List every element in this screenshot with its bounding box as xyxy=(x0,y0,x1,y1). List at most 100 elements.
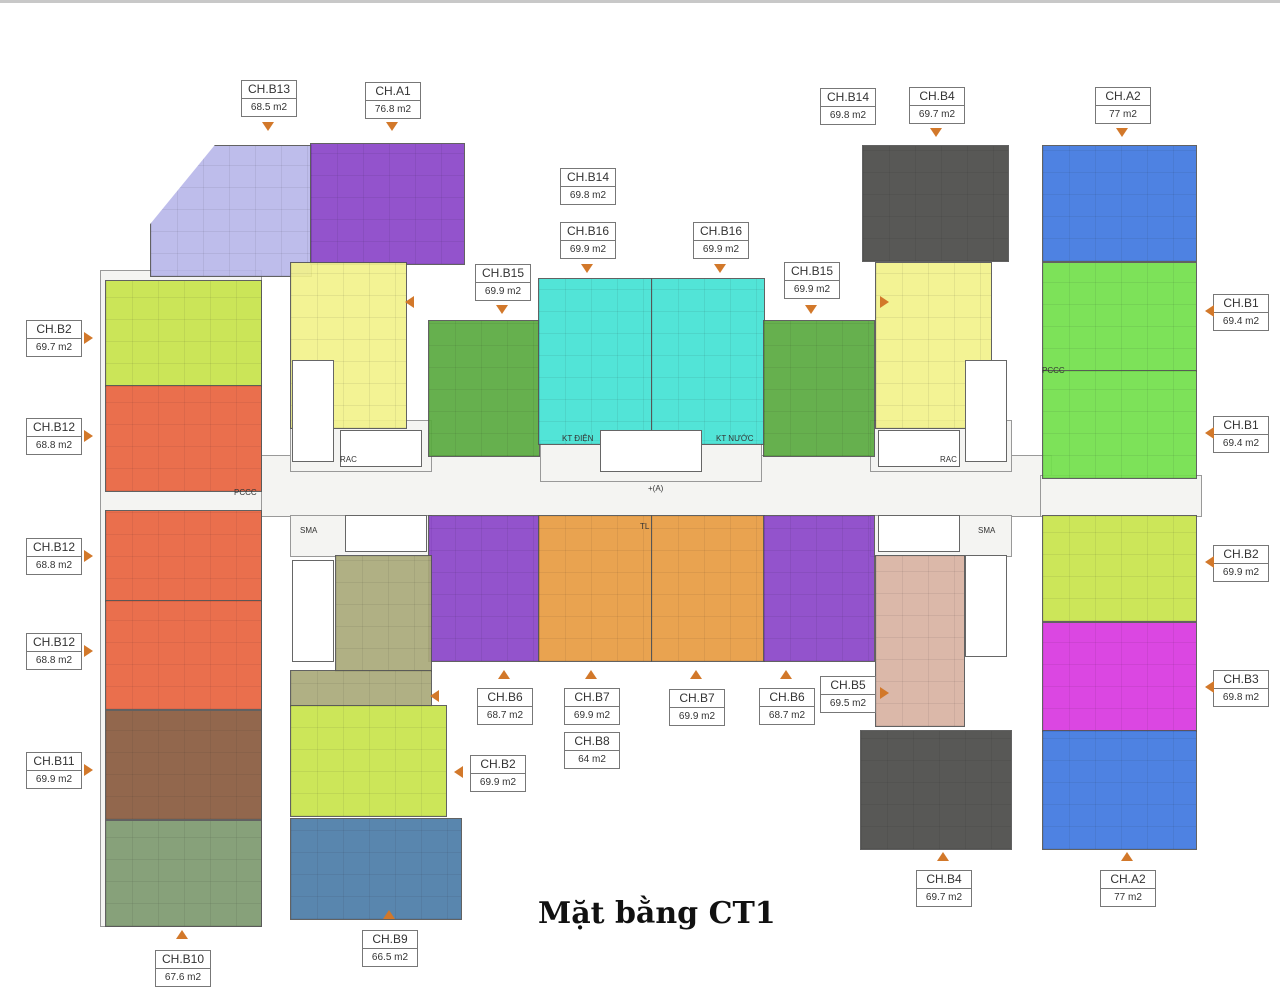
unit-ch-b7 xyxy=(651,515,765,662)
annotation-elevation: +(A) xyxy=(648,484,664,493)
unit-name: CH.A2 xyxy=(1101,871,1155,889)
unit-name: CH.B9 xyxy=(363,931,417,949)
stair-elevator-core xyxy=(600,430,702,472)
unit-area: 68.7 m2 xyxy=(768,710,806,721)
arrow-right-icon xyxy=(84,430,93,442)
arrow-down-icon xyxy=(714,264,726,273)
arrow-down-icon xyxy=(262,122,274,131)
unit-area: 64 m2 xyxy=(578,754,606,765)
unit-name: CH.B4 xyxy=(910,88,964,106)
annotation-rac-right: RAC xyxy=(940,455,957,464)
unit-ch-b1 xyxy=(1042,262,1197,372)
unit-ch-b16 xyxy=(651,278,765,445)
unit-ch-b7 xyxy=(538,515,652,662)
unit-name: CH.B6 xyxy=(478,689,532,707)
annotation-sma-left: SMA xyxy=(300,526,318,535)
annotation-kt-nuoc: KT NƯỚC xyxy=(716,434,754,443)
arrow-down-icon xyxy=(581,264,593,273)
unit-label: CH.A2 77 m2 xyxy=(1095,87,1151,124)
unit-ch-b9 xyxy=(290,818,462,920)
unit-name: CH.B1 xyxy=(1214,417,1268,435)
unit-area: 68.8 m2 xyxy=(35,440,73,451)
unit-ch-a2 xyxy=(1042,730,1197,850)
annotation-pccc-left: PCCC xyxy=(234,488,257,497)
stair-elevator-core xyxy=(340,430,422,467)
stair-elevator-core xyxy=(292,360,334,462)
unit-area: 68.8 m2 xyxy=(35,655,73,666)
unit-name: CH.B12 xyxy=(27,419,81,437)
unit-name: CH.B14 xyxy=(821,89,875,107)
unit-name: CH.B15 xyxy=(785,263,839,281)
unit-name: CH.A2 xyxy=(1096,88,1150,106)
unit-ch-b2 xyxy=(105,280,262,387)
unit-area: 76.8 m2 xyxy=(374,104,412,115)
unit-area: 69.9 m2 xyxy=(1222,567,1260,578)
unit-area: 69.9 m2 xyxy=(678,711,716,722)
unit-area: 66.5 m2 xyxy=(371,952,409,963)
unit-name: CH.B12 xyxy=(27,539,81,557)
annotation-pccc-right: PCCC xyxy=(1042,366,1065,375)
arrow-up-icon xyxy=(780,670,792,679)
unit-ch-b14 xyxy=(290,262,407,429)
unit-ch-b15 xyxy=(428,320,540,457)
stair-elevator-core xyxy=(345,515,427,552)
unit-area: 77 m2 xyxy=(1109,109,1137,120)
unit-ch-b15 xyxy=(763,320,875,457)
unit-area: 69.9 m2 xyxy=(484,286,522,297)
corridor xyxy=(1040,475,1202,517)
unit-name: CH.B12 xyxy=(27,634,81,652)
unit-name: CH.B2 xyxy=(471,756,525,774)
stair-elevator-core xyxy=(965,360,1007,462)
unit-label: CH.B9 66.5 m2 xyxy=(362,930,418,967)
arrow-up-icon xyxy=(1121,852,1133,861)
arrow-left-icon xyxy=(405,296,414,308)
unit-label: CH.B3 69.8 m2 xyxy=(1213,670,1269,707)
unit-label: CH.B10 67.6 m2 xyxy=(155,950,211,987)
unit-area: 69.8 m2 xyxy=(1222,692,1260,703)
unit-ch-b8 xyxy=(290,670,432,707)
unit-ch-b10 xyxy=(105,820,262,927)
unit-area: 68.7 m2 xyxy=(486,710,524,721)
unit-name: CH.B3 xyxy=(1214,671,1268,689)
arrow-up-icon xyxy=(383,910,395,919)
arrow-right-icon xyxy=(880,687,889,699)
unit-area: 69.8 m2 xyxy=(569,190,607,201)
arrow-left-icon xyxy=(1205,681,1214,693)
annotation-sma-right: SMA xyxy=(978,526,996,535)
unit-area: 68.5 m2 xyxy=(250,102,288,113)
unit-name: CH.B14 xyxy=(561,169,615,187)
unit-name: CH.B5 xyxy=(821,677,875,695)
arrow-up-icon xyxy=(585,670,597,679)
unit-name: CH.B11 xyxy=(27,753,81,771)
unit-label: CH.A2 77 m2 xyxy=(1100,870,1156,907)
unit-name: CH.B16 xyxy=(694,223,748,241)
unit-area: 69.7 m2 xyxy=(925,892,963,903)
annotation-tl: TL xyxy=(640,522,650,531)
unit-area: 67.6 m2 xyxy=(164,972,202,983)
unit-area: 77 m2 xyxy=(1114,892,1142,903)
arrow-up-icon xyxy=(937,852,949,861)
stair-elevator-core xyxy=(878,430,960,467)
unit-name: CH.B10 xyxy=(156,951,210,969)
unit-ch-b8 xyxy=(335,555,432,672)
unit-label: CH.B6 68.7 m2 xyxy=(477,688,533,725)
unit-name: CH.B16 xyxy=(561,223,615,241)
unit-name: CH.B7 xyxy=(670,690,724,708)
unit-name: CH.B15 xyxy=(476,265,530,283)
unit-name: CH.B4 xyxy=(917,871,971,889)
arrow-right-icon xyxy=(84,550,93,562)
unit-name: CH.B1 xyxy=(1214,295,1268,313)
arrow-down-icon xyxy=(805,305,817,314)
